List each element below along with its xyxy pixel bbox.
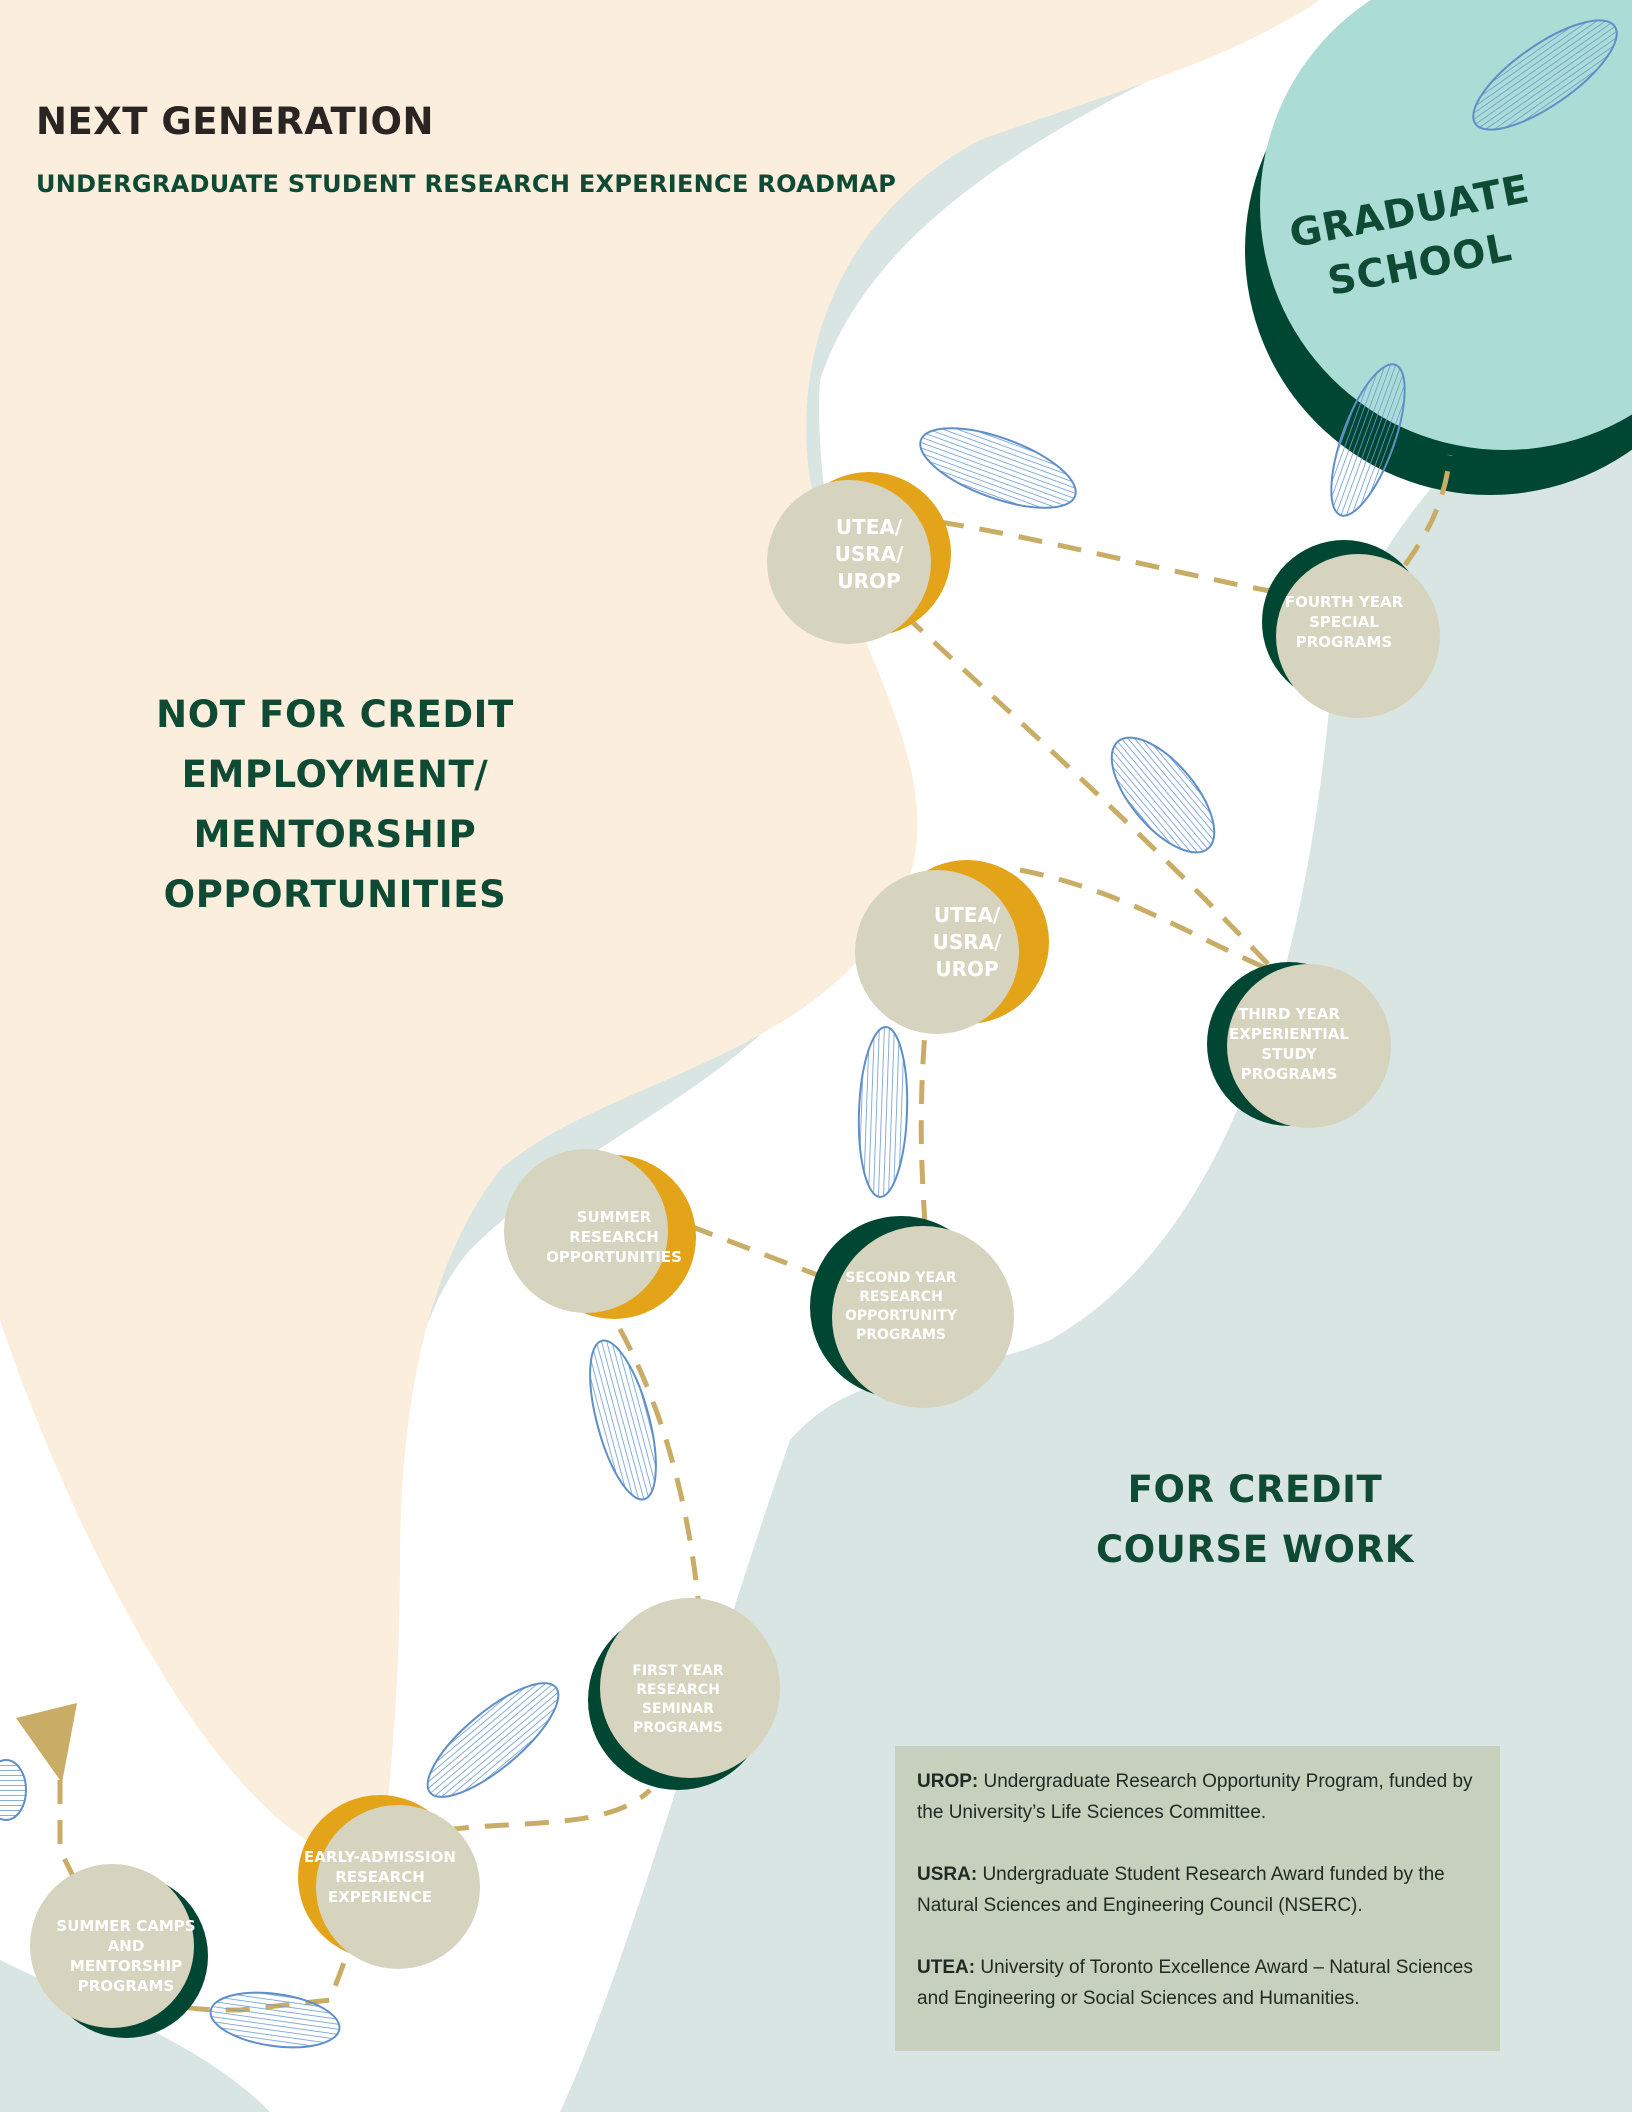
- node-label-line: EARLY-ADMISSION: [304, 1847, 456, 1866]
- node-label-line: UTEA/: [835, 514, 903, 539]
- node-label-line: OPPORTUNITIES: [546, 1248, 682, 1267]
- node-label-line: PROGRAMS: [1295, 633, 1393, 652]
- node-label-line: FOURTH YEAR: [1284, 592, 1404, 611]
- legend-entry: UROP: Undergraduate Research Opportunity…: [917, 1766, 1478, 1828]
- node-utea-top: UTEA/ USRA/ UROP: [767, 472, 951, 644]
- node-label-line: AND: [107, 1936, 145, 1955]
- legend-definition: Undergraduate Student Research Award fun…: [917, 1864, 1445, 1916]
- node-label-line: RESEARCH: [569, 1227, 659, 1246]
- node-label-line: PROGRAMS: [77, 1977, 175, 1996]
- node-label-line: SUMMER CAMPS: [56, 1916, 196, 1935]
- node-label-line: SUMMER: [576, 1207, 652, 1226]
- node-label-line: STUDY: [1261, 1045, 1317, 1063]
- node-early-admission: EARLY-ADMISSION RESEARCH EXPERIENCE: [298, 1795, 480, 1969]
- node-label-line: RESEARCH: [335, 1867, 425, 1886]
- legend-term: UROP:: [917, 1771, 979, 1792]
- zone-label-line: EMPLOYMENT/: [181, 753, 489, 796]
- zone-label-line: FOR CREDIT: [1127, 1468, 1383, 1511]
- zone-label-line: NOT FOR CREDIT: [156, 693, 514, 736]
- node-label-line: UTEA/: [933, 902, 1001, 927]
- legend-term: UTEA:: [917, 1957, 976, 1978]
- legend-definition: University of Toronto Excellence Award –…: [917, 1957, 1473, 2009]
- footprints: [0, 19, 1618, 2049]
- node-label-line: UROP: [935, 956, 999, 981]
- node-label-line: THIRD YEAR: [1238, 1004, 1340, 1023]
- node-third-year: THIRD YEAR EXPERIENTIAL STUDY PROGRAMS: [1207, 962, 1391, 1128]
- node-label-line: OPPORTUNITY: [844, 1308, 957, 1324]
- node-label-line: PROGRAMS: [1240, 1065, 1338, 1084]
- start-arrow: [16, 1703, 77, 1783]
- node-label-line: SECOND YEAR: [845, 1270, 957, 1287]
- zone-for-credit: FOR CREDIT COURSE WORK: [1070, 1460, 1440, 1580]
- node-summer-camps: SUMMER CAMPS AND MENTORSHIP PROGRAMS: [30, 1864, 208, 2038]
- node-label-line: MENTORSHIP: [69, 1957, 183, 1975]
- legend-box: UROP: Undergraduate Research Opportunity…: [895, 1746, 1500, 2051]
- zone-label-line: COURSE WORK: [1096, 1528, 1414, 1571]
- node-label-line: USRA/: [834, 541, 904, 566]
- node-label-line: EXPERIENTIAL: [1229, 1024, 1349, 1043]
- page-subtitle: UNDERGRADUATE STUDENT RESEARCH EXPERIENC…: [36, 170, 897, 198]
- zone-label-line: OPPORTUNITIES: [163, 873, 507, 916]
- node-label-line: SEMINAR: [641, 1701, 715, 1717]
- node-utea-mid: UTEA/ USRA/ UROP: [855, 860, 1049, 1034]
- cream-region: [0, 0, 1320, 1861]
- legend-term: USRA:: [917, 1864, 978, 1885]
- node-label-line: SPECIAL: [1309, 612, 1379, 631]
- zone-not-for-credit: NOT FOR CREDIT EMPLOYMENT/ MENTORSHIP OP…: [130, 685, 540, 925]
- legend-entry: UTEA: University of Toronto Excellence A…: [917, 1952, 1478, 2014]
- node-fourth-year: FOURTH YEAR SPECIAL PROGRAMS: [1262, 540, 1440, 718]
- page-title: NEXT GENERATION: [36, 100, 434, 143]
- node-label-line: RESEARCH: [636, 1682, 720, 1699]
- legend-definition: Undergraduate Research Opportunity Progr…: [917, 1771, 1473, 1823]
- node-first-year: FIRST YEAR RESEARCH SEMINAR PROGRAMS: [588, 1598, 780, 1790]
- node-label-line: PROGRAMS: [855, 1326, 947, 1343]
- node-label-line: RESEARCH: [859, 1289, 943, 1306]
- node-label-line: FIRST YEAR: [632, 1663, 724, 1680]
- node-label-line: USRA/: [932, 929, 1002, 954]
- node-second-year: SECOND YEAR RESEARCH OPPORTUNITY PROGRAM…: [810, 1216, 1014, 1408]
- node-label-line: EXPERIENCE: [327, 1888, 433, 1907]
- node-summer-research: SUMMER RESEARCH OPPORTUNITIES: [504, 1149, 696, 1319]
- node-label-line: UROP: [837, 568, 901, 593]
- node-label-line: PROGRAMS: [632, 1719, 724, 1736]
- legend-entry: USRA: Undergraduate Student Research Awa…: [917, 1859, 1478, 1921]
- zone-label-line: MENTORSHIP: [193, 813, 477, 856]
